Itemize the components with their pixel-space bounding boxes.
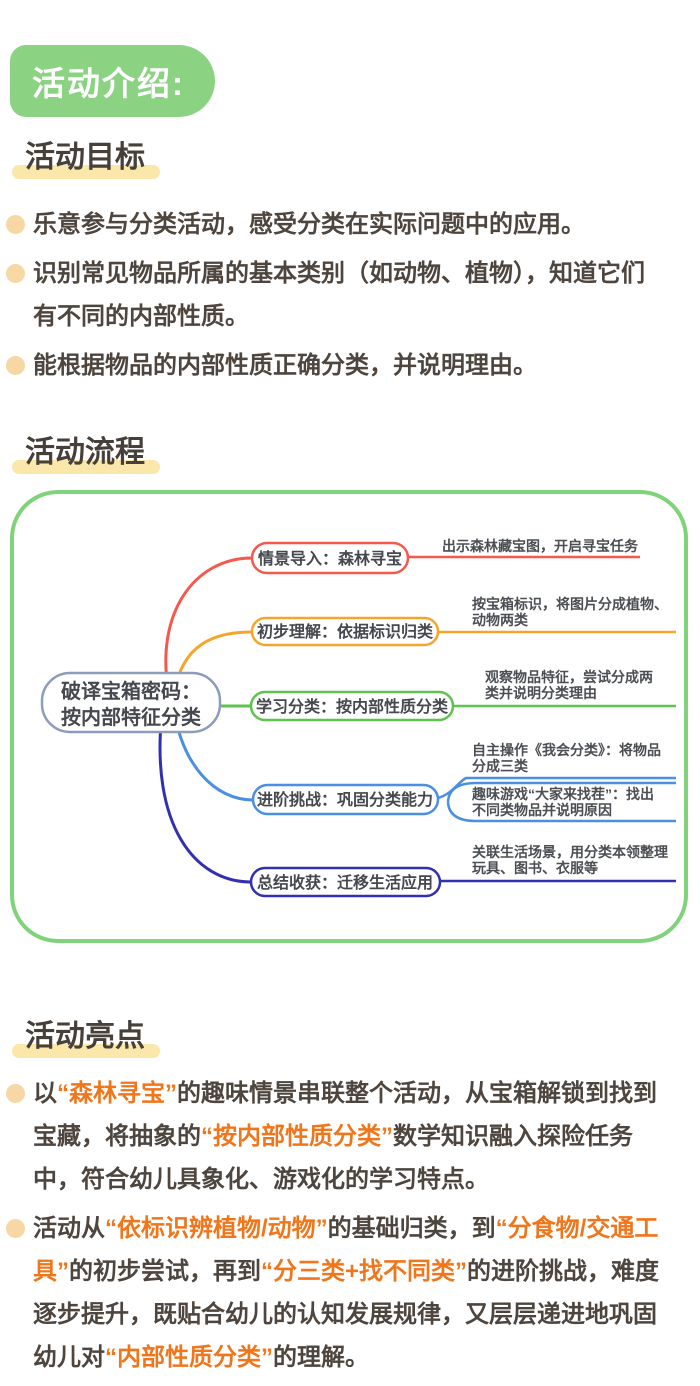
mindmap-nodes: 破译宝箱密码： 按内部特征分类 情景导入：森林寻宝 初步理解：依据标识归类 学习… — [40, 541, 455, 898]
note-3-line2: 类并说明分类理由 — [485, 685, 597, 701]
highlighted-phrase: “内部性质分类” — [105, 1344, 273, 1371]
note-4b-line2: 不同类物品并说明原因 — [472, 802, 612, 818]
highlight-item-text: 的初步尝试，再到 — [69, 1258, 261, 1285]
branch-node-5 — [249, 866, 442, 898]
highlighted-phrase: “分食物/交通工具” — [33, 1215, 659, 1285]
goal-item-3: 能根据物品的内部性质正确分类，并说明理由。 — [6, 344, 666, 387]
note-1-line1: 出示森林藏宝图，开启寻宝任务 — [442, 538, 639, 554]
bullet-dot-icon — [6, 215, 25, 234]
goals-list: 乐意参与分类活动，感受分类在实际问题中的应用。识别常见物品所属的基本类别（如动物… — [6, 203, 666, 393]
note-4b-line1: 趣味游戏“大家来找茬”：找出 — [471, 786, 654, 802]
highlight-item-text: 的基础归类，到 — [327, 1215, 496, 1242]
heading-highlight-bar — [12, 165, 160, 179]
branch-label-4: 进阶挑战：巩固分类能力 — [257, 790, 433, 809]
heading-highlight-bar — [12, 460, 160, 474]
highlights-list: 以“森林寻宝”的趣味情景串联整个活动，从宝箱解锁到找到宝藏，将抽象的“按内部性质… — [6, 1072, 666, 1385]
root-node — [40, 671, 222, 734]
root-label-line2: 按内部特征分类 — [61, 705, 201, 729]
bullet-dot-icon — [6, 1084, 25, 1103]
highlighted-phrase: “森林寻宝” — [57, 1080, 177, 1107]
section-heading-goals: 活动目标 — [12, 141, 160, 179]
note-2-line2: 动物两类 — [472, 612, 529, 628]
edge-branch-1 — [164, 556, 253, 695]
highlight-item-text: 数学知识融入探险任务中，符合幼儿具象化、游戏化的学习特点。 — [33, 1123, 633, 1193]
branch-node-4 — [251, 783, 440, 816]
bullet-dot-icon — [6, 356, 25, 375]
highlight-item-2: 活动从“依标识辨植物/动物”的基础归类，到“分食物/交通工具”的初步尝试，再到“… — [6, 1207, 666, 1379]
page-title-badge: 活动介绍: — [10, 45, 215, 117]
mindmap-canvas: 破译宝箱密码： 按内部特征分类 情景导入：森林寻宝 初步理解：依据标识归类 学习… — [40, 538, 676, 898]
branch-label-1: 情景导入：森林寻宝 — [258, 549, 402, 568]
activity-flow-mindmap: 破译宝箱密码： 按内部特征分类 情景导入：森林寻宝 初步理解：依据标识归类 学习… — [10, 490, 688, 943]
branch-label-5: 总结收获：迁移生活应用 — [257, 873, 433, 892]
section-title-highlights: 活动亮点 — [25, 1020, 145, 1053]
note-box-top-4b — [446, 781, 676, 803]
note-4a-line1: 自主操作《我会分类》：将物品 — [472, 742, 661, 758]
goal-item-text: 能根据物品的内部性质正确分类，并说明理由。 — [33, 352, 537, 379]
highlight-item-text: 的理解。 — [273, 1344, 369, 1371]
heading-highlight-bar — [12, 1044, 160, 1058]
section-title-goals: 活动目标 — [25, 141, 145, 174]
goal-item-1: 乐意参与分类活动，感受分类在实际问题中的应用。 — [6, 203, 666, 246]
mindmap-note-lines — [408, 555, 676, 883]
highlight-item-text: 以 — [33, 1080, 57, 1107]
branch-node-2 — [250, 616, 440, 647]
goal-item-text: 乐意参与分类活动，感受分类在实际问题中的应用。 — [33, 211, 585, 238]
highlighted-phrase: “按内部性质分类” — [201, 1123, 393, 1150]
branch-label-2: 初步理解：依据标识归类 — [257, 622, 434, 641]
highlighted-phrase: “依标识辨植物/动物” — [105, 1215, 328, 1242]
section-heading-flow: 活动流程 — [12, 436, 160, 474]
highlight-item-text: 活动从 — [33, 1215, 105, 1242]
bullet-dot-icon — [6, 1219, 25, 1238]
section-heading-highlights: 活动亮点 — [12, 1020, 160, 1058]
highlight-item-1: 以“森林寻宝”的趣味情景串联整个活动，从宝箱解锁到找到宝藏，将抽象的“按内部性质… — [6, 1072, 666, 1201]
edge-branch-5 — [158, 711, 252, 884]
note-2-line1: 按宝箱标识，将图片分成植物、 — [472, 596, 668, 612]
note-5-line2: 玩具、图书、衣服等 — [472, 860, 598, 876]
branch-label-3: 学习分类：按内部性质分类 — [256, 697, 449, 716]
goal-item-text: 识别常见物品所属的基本类别（如动物、植物），知道它们有不同的内部性质。 — [33, 260, 645, 330]
highlighted-phrase: “分三类+找不同类” — [261, 1258, 468, 1285]
page-title: 活动介绍: — [32, 65, 185, 102]
highlight-item-text: 的进阶挑战，难度逐步提升，既贴合幼儿的认知发展规律，又层层递进地巩固幼儿对 — [33, 1258, 660, 1371]
mindmap-notes: 出示森林藏宝图，开启寻宝任务 按宝箱标识，将图片分成植物、 动物两类 观察物品特… — [442, 538, 668, 876]
root-label-line1: 破译宝箱密码： — [61, 679, 201, 703]
highlight-item-text: 的趣味情景串联整个活动，从宝箱解锁到找到宝藏，将抽象的 — [33, 1080, 657, 1150]
branch-node-3 — [249, 690, 455, 722]
section-title-flow: 活动流程 — [25, 436, 145, 469]
goal-item-2: 识别常见物品所属的基本类别（如动物、植物），知道它们有不同的内部性质。 — [6, 252, 666, 338]
note-4a-line2: 分成三类 — [472, 758, 529, 774]
note-5-line1: 关联生活场景，用分类本领整理 — [472, 844, 668, 860]
bullet-dot-icon — [6, 264, 25, 283]
note-3-line1: 观察物品特征，尝试分成两 — [485, 669, 653, 685]
note-box-bottom-4b — [446, 801, 676, 823]
branch-node-1 — [250, 541, 410, 575]
